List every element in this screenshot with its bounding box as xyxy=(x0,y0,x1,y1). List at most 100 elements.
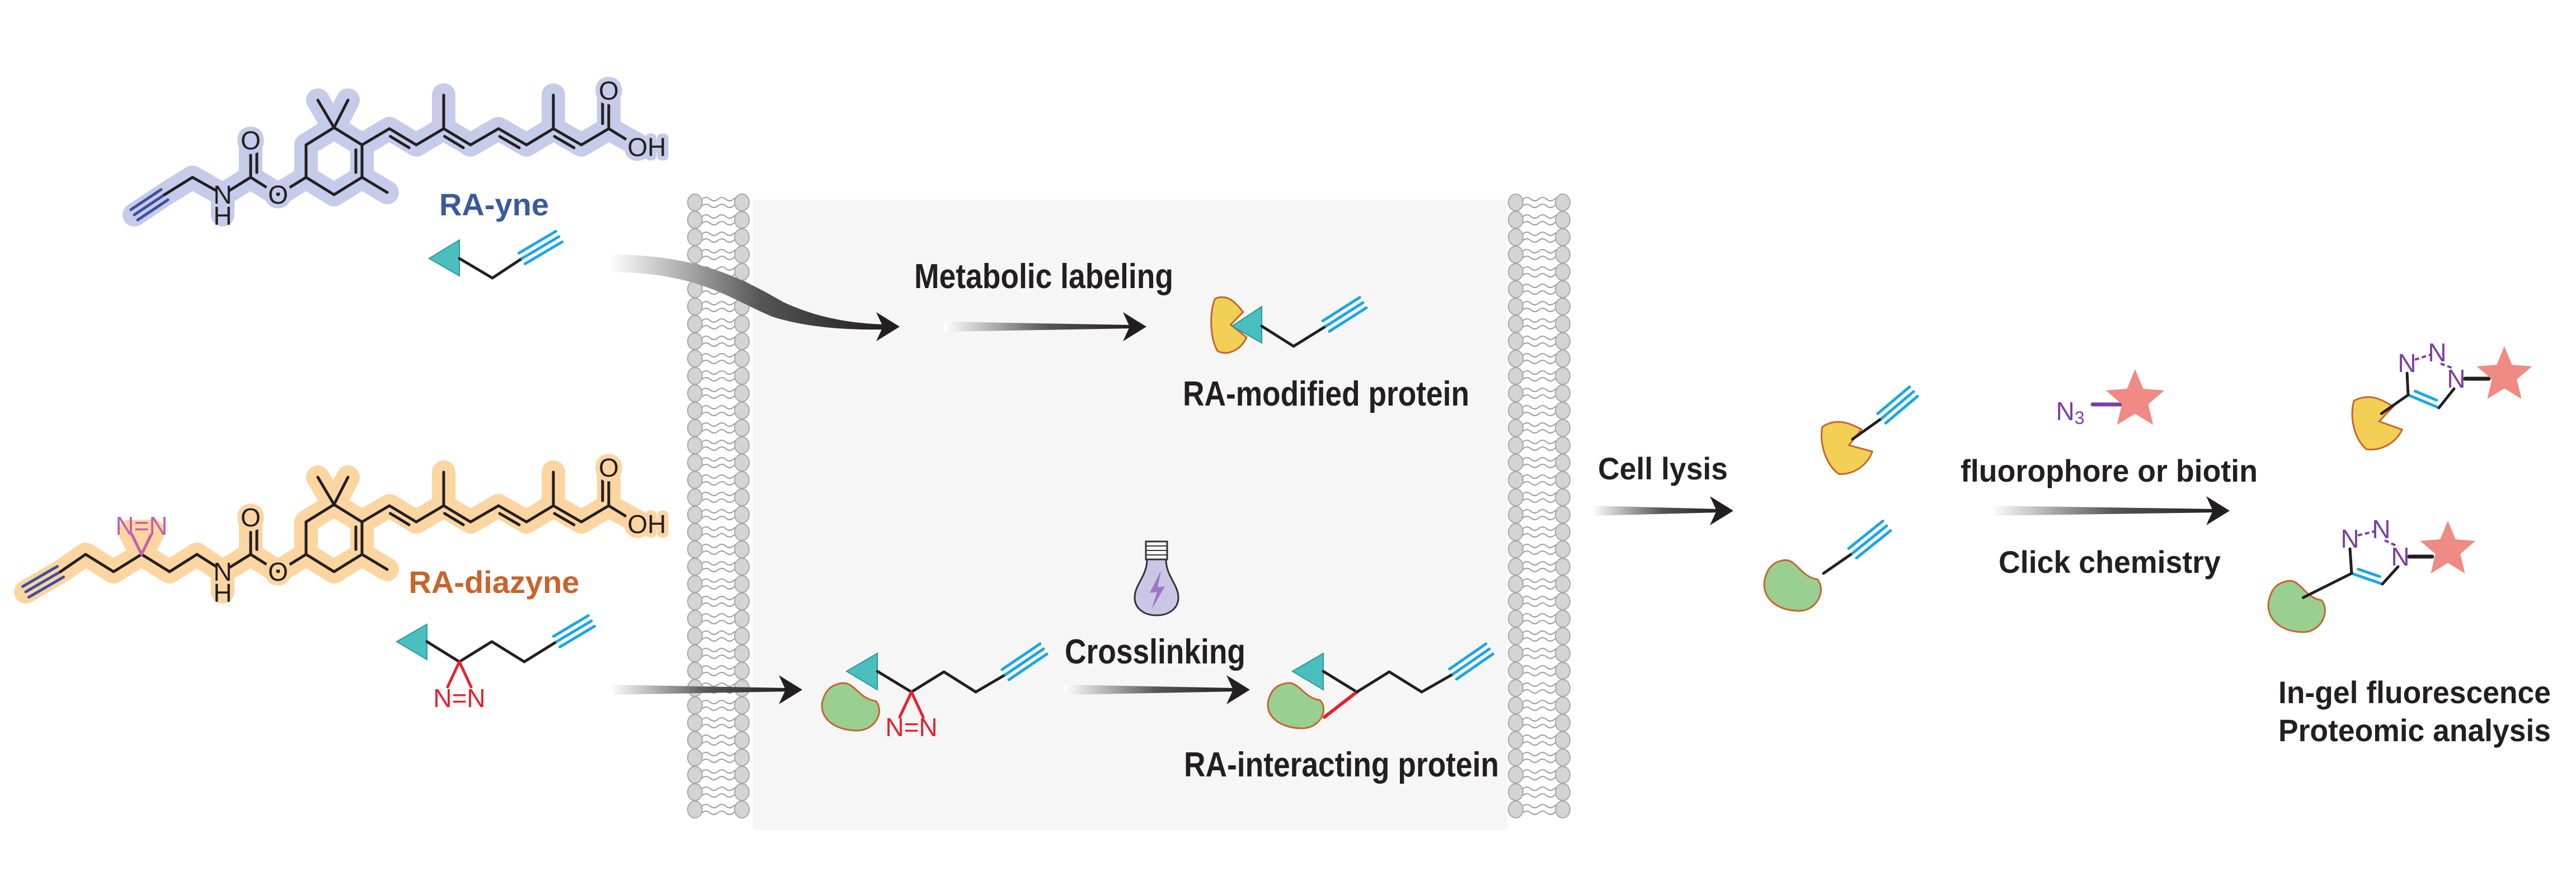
lipid-head xyxy=(687,332,703,350)
lipid-head xyxy=(1555,696,1571,714)
bond xyxy=(228,176,252,192)
alkyne-line xyxy=(555,619,593,643)
lipid-head xyxy=(734,211,750,229)
bond xyxy=(974,673,1007,694)
yellow-protein-shape xyxy=(1817,415,1876,478)
lipid-head xyxy=(1555,766,1571,784)
carbonyl-oxygen: O xyxy=(241,503,261,532)
lipid-head xyxy=(734,488,750,506)
lipid-head xyxy=(734,766,750,784)
lipid-head xyxy=(1508,679,1524,697)
lipid-head xyxy=(1508,644,1524,662)
lipid-head xyxy=(1508,315,1524,333)
lipid-head xyxy=(734,402,750,420)
triazole-nitrogen: N xyxy=(2340,524,2359,553)
star-fluorophore-icon xyxy=(2105,369,2165,425)
bond xyxy=(360,504,391,524)
bond xyxy=(2405,371,2410,397)
lipid-head xyxy=(734,714,750,732)
bond xyxy=(2406,393,2441,409)
lipid-head xyxy=(1555,402,1571,420)
lipid-head xyxy=(1508,783,1524,801)
bond xyxy=(276,553,308,573)
lipid-head xyxy=(734,523,750,541)
triazole-nitrogen: N xyxy=(2391,542,2409,571)
lipid-head xyxy=(1508,384,1524,402)
lipid-head xyxy=(687,627,703,645)
bond xyxy=(332,503,364,524)
lipid-head xyxy=(1508,471,1524,489)
lipid-head xyxy=(687,454,703,472)
bond xyxy=(195,553,217,568)
bond xyxy=(942,670,977,694)
crosslinking-label: Crosslinking xyxy=(1065,633,1245,671)
lipid-head xyxy=(687,488,703,506)
lipid-head xyxy=(734,592,750,610)
lipid-head xyxy=(687,350,703,368)
triazole-nitrogen: N xyxy=(2428,338,2446,367)
double-bond xyxy=(498,135,521,149)
bond xyxy=(332,98,350,129)
lipid-head xyxy=(1555,263,1571,281)
arrow-head-icon xyxy=(1123,312,1146,341)
alkyne-line xyxy=(1324,301,1365,328)
bond xyxy=(1355,670,1391,694)
lipid-head xyxy=(734,783,750,801)
lipid-head xyxy=(1508,523,1524,541)
azide-reagent: N3 xyxy=(2056,369,2165,428)
acid-carbonyl-oxygen: O xyxy=(599,76,619,105)
ra-interacting-protein-label: RA-interacting protein xyxy=(1184,746,1499,784)
bond xyxy=(84,553,115,573)
alkyne-triple-bond xyxy=(1000,642,1049,681)
double-bond xyxy=(443,512,465,526)
green-protein xyxy=(1764,560,1821,611)
arrow-head-icon xyxy=(1226,675,1250,704)
lipid-head xyxy=(687,315,703,333)
star-fluorophore-icon xyxy=(2420,521,2476,574)
lipid-head xyxy=(1508,800,1524,818)
double-bond xyxy=(389,512,411,526)
lipid-head xyxy=(687,696,703,714)
lipid-head xyxy=(1555,592,1571,610)
alkyne-line xyxy=(24,570,62,594)
lipid-head xyxy=(687,367,703,385)
lipid-head xyxy=(1508,211,1524,229)
bond xyxy=(228,553,252,569)
lipid-head xyxy=(1555,436,1571,454)
arrow-shaft xyxy=(610,685,788,695)
double-bond xyxy=(553,512,576,526)
in-gel-fluorescence-label: In-gel fluorescence xyxy=(2278,675,2551,710)
lipid-head xyxy=(1508,540,1524,558)
lipid-head xyxy=(1508,748,1524,766)
amide-nitrogen: N xyxy=(213,557,232,586)
lipid-head xyxy=(687,384,703,402)
lipid-head xyxy=(734,367,750,385)
lipid-head xyxy=(734,436,750,454)
lipid-head xyxy=(1555,800,1571,818)
metabolic-labeling-label: Metabolic labeling xyxy=(914,257,1173,296)
retinoid-tag-triangle-icon xyxy=(428,239,460,277)
ra-yne-simplified-probe xyxy=(428,230,564,280)
lipid-head xyxy=(1555,488,1571,506)
bond xyxy=(497,127,528,147)
alkyne-triple-bond xyxy=(552,614,596,648)
bond xyxy=(525,504,555,524)
lipid-head xyxy=(1508,298,1524,315)
hydroxyl-label: OH xyxy=(628,133,666,162)
lipid-head xyxy=(1555,332,1571,350)
yellow-protein-shape xyxy=(2349,392,2405,452)
alkyne-line xyxy=(21,564,59,588)
bond xyxy=(2381,565,2400,586)
lipid-head xyxy=(687,194,703,211)
lipid-head xyxy=(734,610,750,628)
lipid-head xyxy=(1555,194,1571,211)
lipid-head xyxy=(687,228,703,246)
ra-diazyne-simplified-probe: N=N xyxy=(396,614,596,713)
bond xyxy=(59,553,87,573)
bond xyxy=(130,533,143,556)
triazole-bond xyxy=(2440,362,2455,370)
bond xyxy=(2350,572,2384,586)
alkyne-line xyxy=(129,188,163,211)
